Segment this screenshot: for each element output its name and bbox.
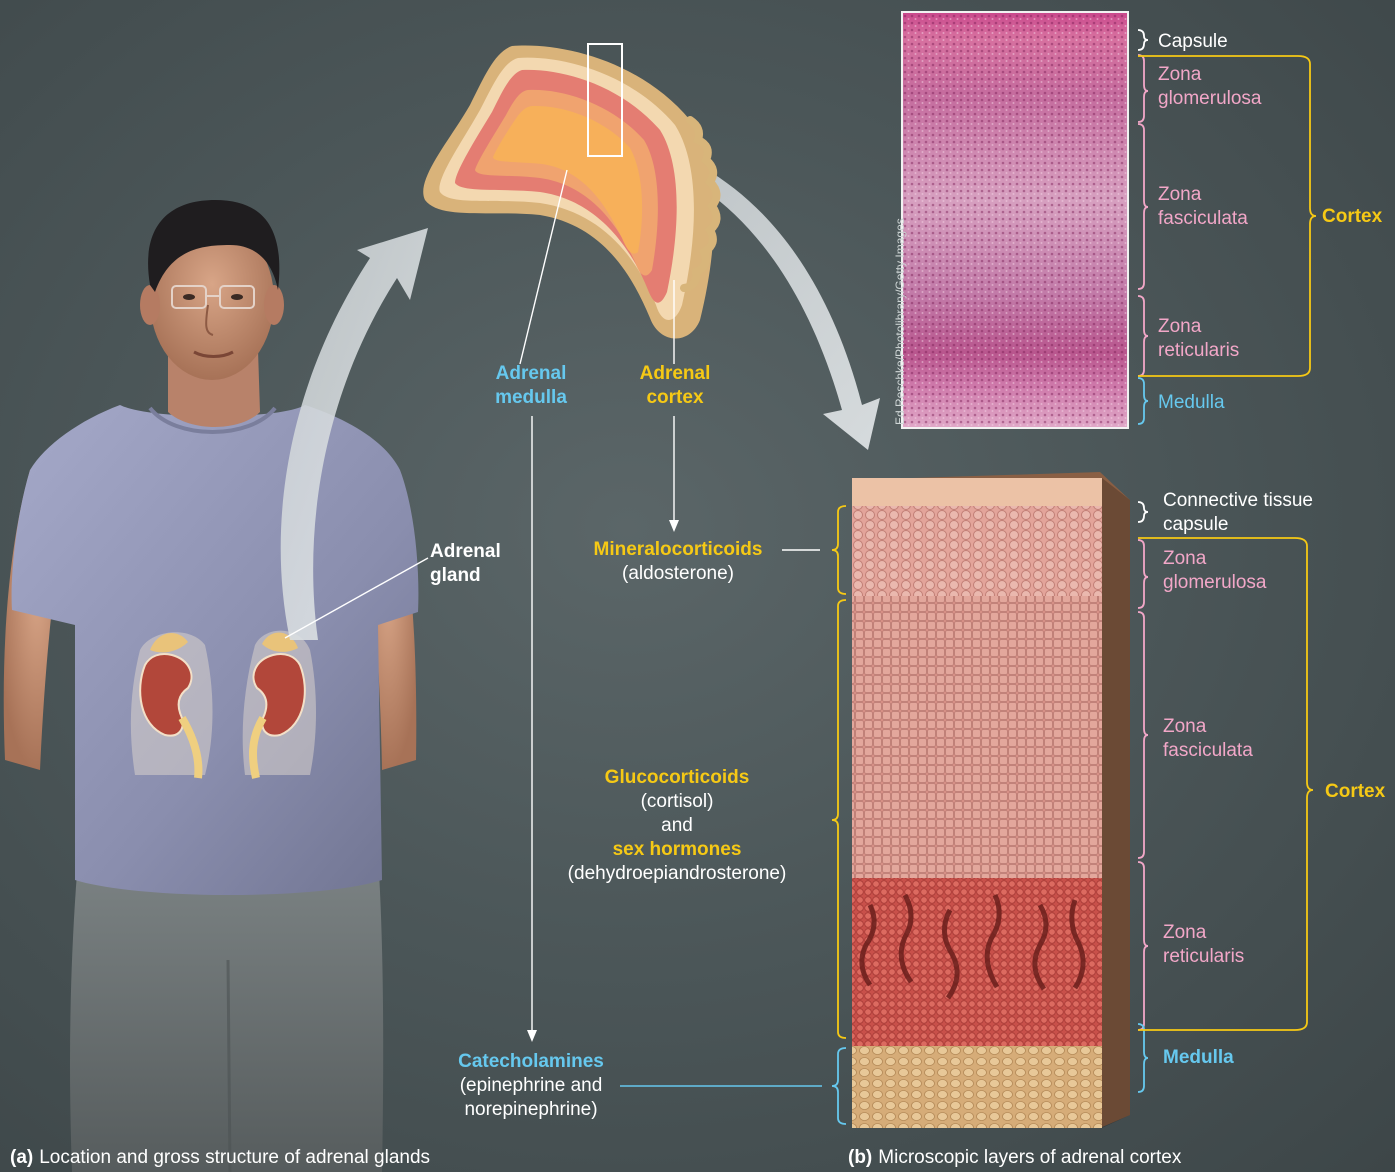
micro-label-capsule: Capsule — [1158, 30, 1228, 54]
label-glucocorticoids: Glucocorticoids (cortisol) and sex hormo… — [552, 766, 802, 886]
micro-label-cortex: Cortex — [1322, 205, 1382, 229]
block-label-cortex: Cortex — [1325, 780, 1385, 804]
label-mineralocorticoids: Mineralocorticoids (aldosterone) — [578, 538, 778, 586]
caption-a-text: Location and gross structure of adrenal … — [39, 1147, 430, 1168]
caption-b: (b) Microscopic layers of adrenal cortex — [848, 1146, 1181, 1170]
label-catecholamines: Catecholamines (epinephrine and norepine… — [436, 1050, 626, 1122]
micrograph-image — [902, 12, 1128, 428]
block-label-medulla: Medulla — [1163, 1046, 1234, 1070]
micro-label-medulla: Medulla — [1158, 391, 1225, 415]
caption-a: (a) Location and gross structure of adren… — [10, 1146, 430, 1170]
tissue-block — [852, 472, 1130, 1128]
adrenal-gland-section — [423, 44, 716, 339]
caption-b-text: Microscopic layers of adrenal cortex — [878, 1147, 1181, 1168]
photo-credit: Ed Reschke/Photolibrary/Getty Images — [893, 218, 907, 425]
caption-b-letter: (b) — [848, 1147, 872, 1168]
caption-a-letter: (a) — [10, 1147, 33, 1168]
